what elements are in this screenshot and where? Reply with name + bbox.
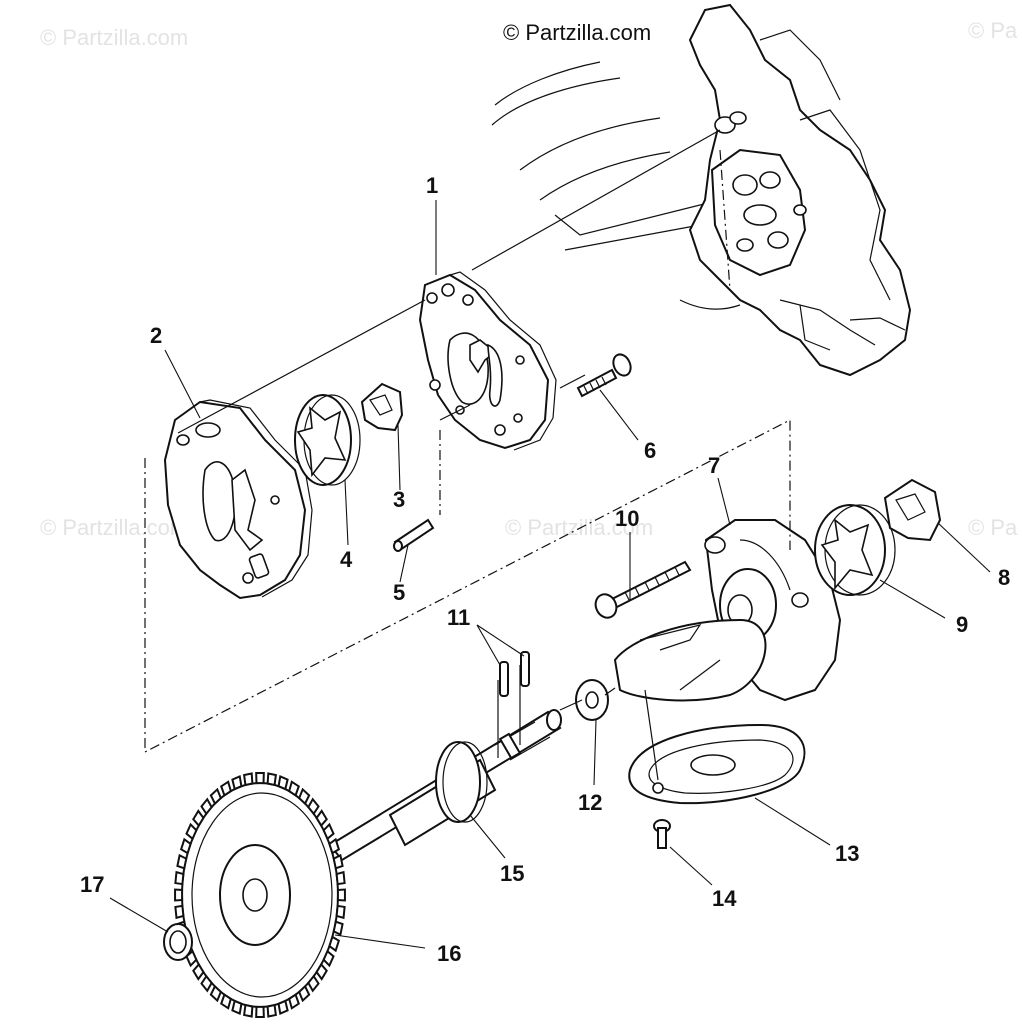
watermark-top-right: © Pa [968,18,1018,43]
gear-tooth [332,853,344,870]
gear-tooth [209,984,223,1003]
gear-tooth [297,984,311,1003]
gear-tooth [277,999,289,1015]
callout-10: 10 [615,506,639,531]
watermark-mid-center: © Partzilla.com [505,515,654,540]
callout-12: 12 [578,790,602,815]
watermark-mid-right: © Pa [968,515,1018,540]
callout-14: 14 [712,886,737,911]
part-17-circlip [163,923,193,961]
callout-1: 1 [426,173,438,198]
gear-tooth [174,904,185,920]
part-1-pump-plate [418,271,557,451]
gear-tooth [307,797,320,816]
gear-tooth [176,853,188,870]
callout-3: 3 [393,487,405,512]
gear-tooth [192,809,205,828]
gear-tooth [277,775,289,791]
gear-tooth [288,993,300,1010]
callout-16: 16 [437,941,461,966]
callout-13: 13 [835,841,859,866]
part-10-bolt [594,560,692,619]
callout-8: 8 [998,565,1010,590]
part-4-outer-rotor [294,394,361,486]
gear-tooth [335,870,346,886]
callout-15: 15 [500,861,524,886]
part-13-cover-plate [628,723,806,805]
callout-2: 2 [150,323,162,348]
part-14-small-screw [653,819,671,849]
gear-tooth [322,822,335,841]
gear-tooth [328,837,341,855]
callout-9: 9 [956,612,968,637]
alignment-lines [144,129,791,781]
watermark-mid-left: © Partzilla.com [40,515,189,540]
part-8-inner-rotor [883,478,942,542]
gear-tooth [315,809,328,828]
gear-tooth [335,904,346,920]
gear-tooth [332,920,344,937]
gear-tooth [297,787,311,806]
leader-lines [109,200,991,949]
part-16-drive-gear [174,772,346,1018]
crankcase-housing [491,3,912,377]
gear-tooth [266,772,277,787]
callout-labels: 1 2 3 4 5 6 7 8 9 10 11 12 13 14 15 16 1… [80,173,1010,966]
gear-tooth [328,935,341,953]
part-15-drive-shaft [328,709,562,862]
gear-teeth [174,772,346,1018]
gear-tooth [220,993,232,1010]
gear-tooth [179,837,192,855]
callout-11: 11 [447,605,470,630]
callout-5: 5 [393,580,405,605]
gear-tooth [174,888,184,902]
gear-tooth [231,999,243,1015]
part-2-pump-body [163,399,313,600]
gear-tooth [322,949,335,968]
gear-tooth [266,1003,277,1018]
part-9-outer-rotor [814,504,896,596]
gear-tooth [288,780,300,797]
part-11-pins [499,651,530,697]
gear-tooth [200,974,213,993]
watermark-top-left: © Partzilla.com [40,25,189,50]
gear-tooth [200,797,213,816]
gear-tooth [174,870,185,886]
callout-4: 4 [340,547,353,572]
gear-tooth [220,780,232,797]
gear-tooth [255,1005,265,1018]
part-12-washer [575,679,609,721]
callout-17: 17 [80,872,104,897]
part-3-inner-rotor [360,382,404,432]
gear-tooth [243,772,254,787]
callout-6: 6 [644,438,656,463]
gear-tooth [192,962,205,981]
gear-tooth [185,822,198,841]
part-7-pump-housing [613,519,842,702]
gear-tooth [243,1003,254,1018]
gear-tooth [209,787,223,806]
part-6-screw [576,353,632,398]
gear-tooth [315,962,328,981]
gear-tooth [336,888,346,902]
callout-7: 7 [708,453,720,478]
copyright-notice: © Partzilla.com [503,20,652,45]
part-5-dowel-pin [393,518,435,552]
gear-tooth [255,772,265,785]
gear-tooth [231,775,243,791]
gear-tooth [307,974,320,993]
